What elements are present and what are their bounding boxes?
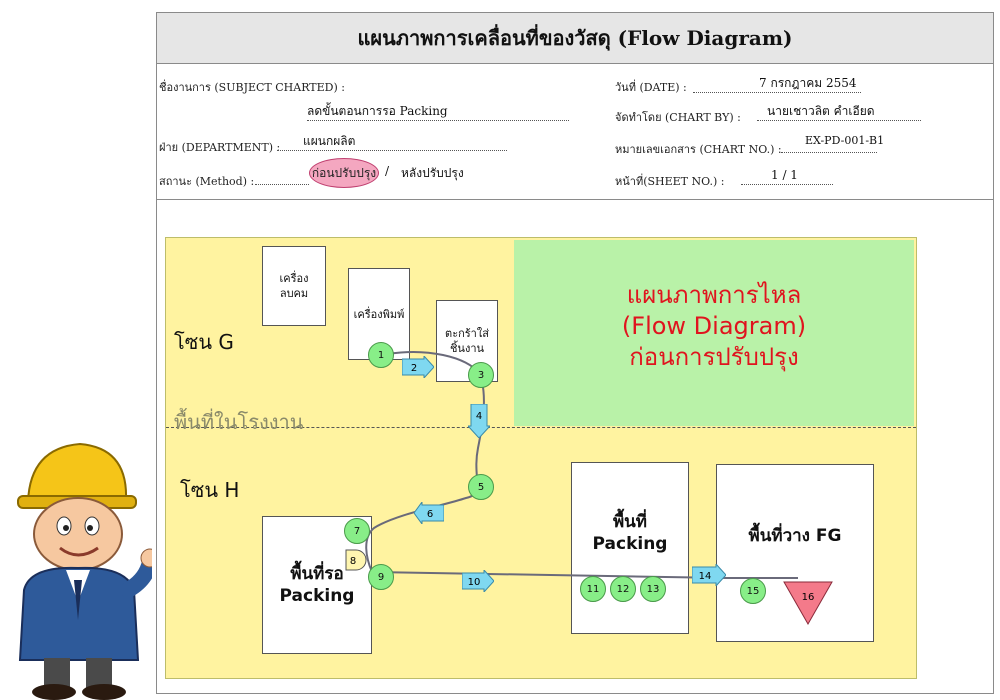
fg-area-box: พื้นที่วาง FG [716,464,874,642]
transport-arrow-2: 2 [402,356,434,378]
transport-arrow-10: 10 [462,570,494,592]
flow-diagram: แผนภาพการไหล (Flow Diagram) ก่อนการปรับป… [165,237,917,679]
subject-value: ลดขั้นตอนการรอ Packing [307,104,448,118]
transport-arrow-4: 4 [468,404,490,438]
method-label: สถานะ (Method) : [159,175,255,188]
sheet-label: หน้าที่(SHEET NO.) : [615,175,725,188]
method-before: ก่อนปรับปรุง [311,165,377,180]
operation-node-7: 7 [344,518,370,544]
method-separator: / [385,164,390,178]
method-before-highlight: ก่อนปรับปรุง [309,158,379,188]
sheet-value: 1 / 1 [771,168,798,182]
method-after: หลังปรับปรุง [401,166,464,180]
headline-panel: แผนภาพการไหล (Flow Diagram) ก่อนการปรับป… [514,240,914,426]
engineer-character-icon [17,442,152,700]
operation-node-3: 3 [468,362,494,388]
date-value: 7 กรกฎาคม 2554 [759,76,857,90]
zone-divider [166,427,916,428]
svg-text:8: 8 [350,556,356,567]
operation-node-13: 13 [640,576,666,602]
svg-text:14: 14 [699,571,712,582]
chartby-value: นายเชาวลิต คำเอียด [767,104,875,118]
form-header: ชื่องานการ (SUBJECT CHARTED) : ลดขั้นตอน… [157,64,993,200]
basket-box: ตะกร้าใส่ชิ้นงาน [436,300,498,382]
department-value: แผนกผลิต [303,134,356,148]
subject-label: ชื่องานการ (SUBJECT CHARTED) : [159,81,345,94]
operation-node-5: 5 [468,474,494,500]
department-label: ฝ่าย (DEPARTMENT) : [159,141,281,154]
operation-node-12: 12 [610,576,636,602]
sheet-title: แผนภาพการเคลื่อนที่ของวัสดุ (Flow Diagra… [157,13,993,64]
transport-arrow-6: 6 [414,502,444,524]
zone-g-label: โซน G [174,330,234,354]
chartby-label: จัดทำโดย (CHART BY) : [615,111,741,124]
date-label: วันที่ (DATE) : [615,81,687,94]
chartno-value: EX-PD-001-B1 [805,134,885,147]
operation-node-11: 11 [580,576,606,602]
waiting-area-box: พื้นที่รอ Packing [262,516,372,654]
storage-symbol-16: 16 [783,581,833,626]
blower-machine-box: เครื่องลบคม [262,246,326,326]
svg-text:16: 16 [802,592,815,603]
zone-h-label: โซน H [180,478,240,502]
operation-node-1: 1 [368,342,394,368]
svg-text:6: 6 [427,509,433,520]
plant-area-label: พื้นที่ในโรงงาน [174,410,304,434]
diagram-headline: แผนภาพการไหล (Flow Diagram) ก่อนการปรับป… [621,281,807,371]
packing-area-box: พื้นที่ Packing [571,462,689,634]
svg-text:4: 4 [476,411,482,422]
operation-node-9: 9 [368,564,394,590]
chartno-label: หมายเลขเอกสาร (CHART NO.) : [615,143,782,156]
operation-node-15: 15 [740,578,766,604]
transport-arrow-14: 14 [692,564,726,586]
svg-text:2: 2 [411,363,417,374]
svg-text:10: 10 [468,577,481,588]
delay-symbol-8: 8 [345,549,367,571]
